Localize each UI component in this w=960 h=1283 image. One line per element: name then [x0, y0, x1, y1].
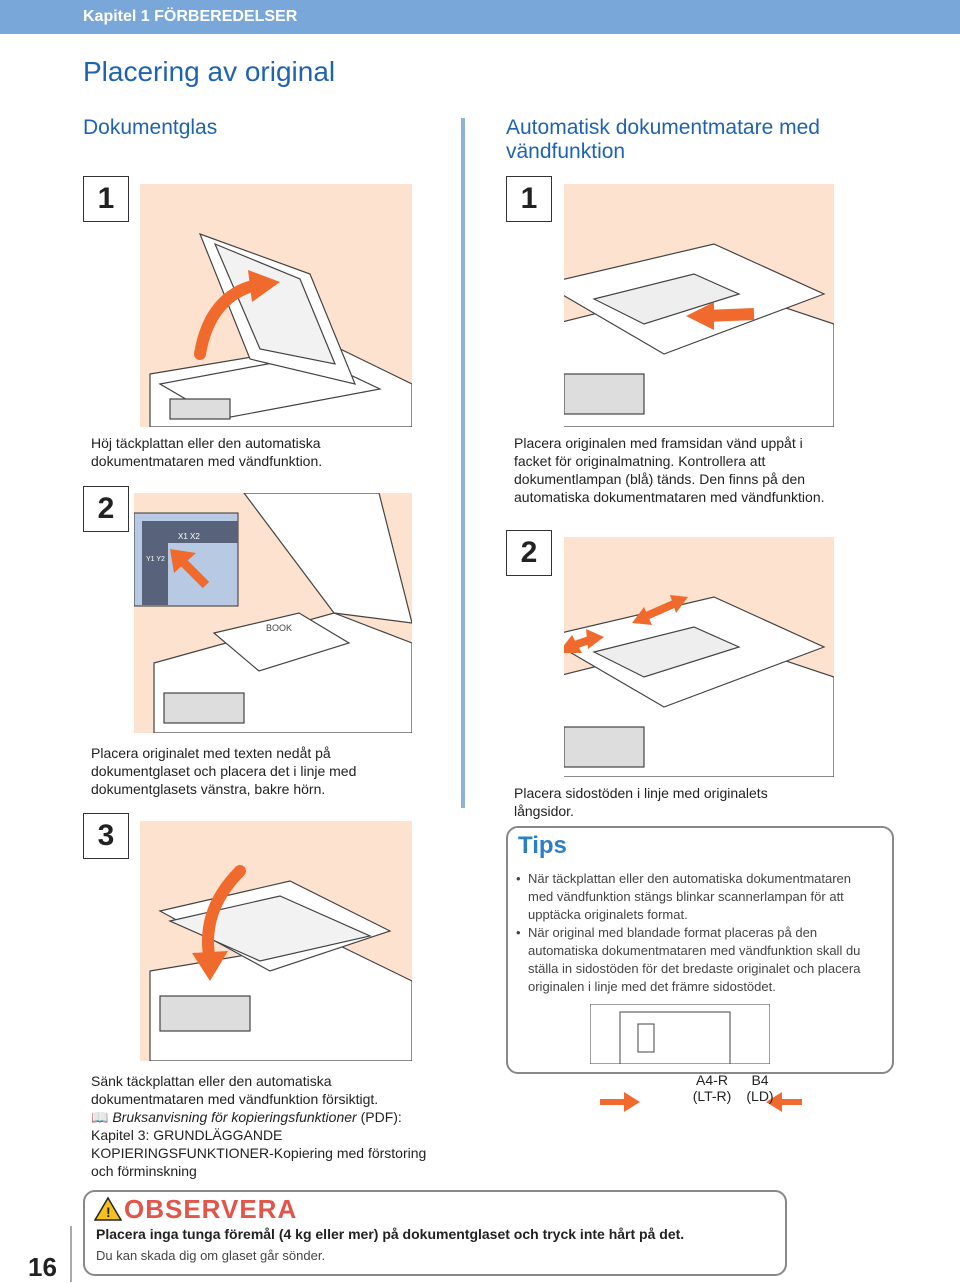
tips-list: När täckplattan eller den automatiska do… — [516, 870, 872, 996]
right-step2-caption: Placera sidostöden i linje med originale… — [514, 785, 768, 819]
warning-main-text: Placera inga tunga föremål (4 kg eller m… — [96, 1226, 685, 1242]
page-title: Placering av original — [83, 56, 336, 87]
manual-reference-title: Bruksanvisning för kopieringsfunktioner — [112, 1109, 357, 1125]
step-number: 1 — [506, 176, 552, 222]
step-number: 1 — [83, 176, 129, 222]
step-number: 2 — [506, 530, 552, 576]
illustration-place-original-glass: BOOK X1 X2 Y1 Y2 — [134, 493, 412, 733]
column-divider — [461, 118, 465, 808]
warning-title: OBSERVERA — [124, 1194, 298, 1224]
illustration-lower-cover — [140, 821, 412, 1061]
size-mark-b4: B4 (LD) — [746, 1072, 774, 1104]
book-icon: 📖 — [91, 1109, 109, 1125]
size-label: A4-R — [696, 1072, 728, 1088]
size-label: (LD) — [746, 1088, 774, 1104]
chapter-title: Kapitel 1 FÖRBEREDELSER — [83, 8, 298, 25]
warning-box — [83, 1190, 787, 1276]
step3-caption-text: Sänk täckplattan eller den automatiska d… — [91, 1073, 379, 1107]
left-step1-caption: Höj täckplattan eller den automatiska do… — [91, 435, 323, 469]
chapter-header-bar: Kapitel 1 FÖRBEREDELSER — [0, 0, 960, 34]
size-mark-a4r: A4-R (LT-R) — [676, 1072, 748, 1104]
left-step2-caption: Placera originalet med texten nedåt på d… — [91, 745, 357, 797]
right-step1-caption: Placera originalen med framsidan vänd up… — [514, 435, 825, 505]
size-label: B4 — [751, 1072, 769, 1088]
tip-item: När original med blandade format placera… — [516, 924, 872, 996]
section-title-document-glass: Dokumentglas — [83, 116, 218, 139]
page-number-divider — [70, 1226, 72, 1282]
svg-text:!: ! — [106, 1204, 111, 1220]
size-label: (LT-R) — [692, 1088, 732, 1104]
manual-reference-suffix: (PDF): — [360, 1109, 402, 1125]
side-guide-diagram — [589, 1003, 771, 1065]
tips-title: Tips — [518, 832, 567, 859]
inset-x-label: X1 X2 — [178, 532, 200, 541]
left-step3-caption: Sänk täckplattan eller den automatiska d… — [91, 1072, 431, 1180]
warning-sub-text: Du kan skada dig om glaset går sönder. — [96, 1248, 326, 1263]
illustration-adf-load — [564, 184, 834, 427]
tip-item: När täckplattan eller den automatiska do… — [516, 870, 872, 924]
illustration-lift-cover — [140, 184, 412, 427]
size-marks-arrows — [596, 1090, 806, 1116]
illustration-side-guides — [564, 537, 834, 777]
manual-reference[interactable]: 📖 Bruksanvisning för kopieringsfunktione… — [91, 1108, 431, 1126]
step-number: 3 — [83, 813, 129, 859]
inset-y-label: Y1 Y2 — [146, 556, 165, 563]
step-number: 2 — [83, 486, 129, 532]
section-title-adf: Automatisk dokumentmatare med vändfunkti… — [506, 116, 820, 163]
manual-reference-chapter: Kapitel 3: GRUNDLÄGGANDE KOPIERINGSFUNKT… — [91, 1127, 427, 1179]
book-label: BOOK — [266, 623, 292, 633]
page-number: 16 — [28, 1252, 57, 1282]
warning-triangle-icon: ! — [93, 1196, 123, 1227]
